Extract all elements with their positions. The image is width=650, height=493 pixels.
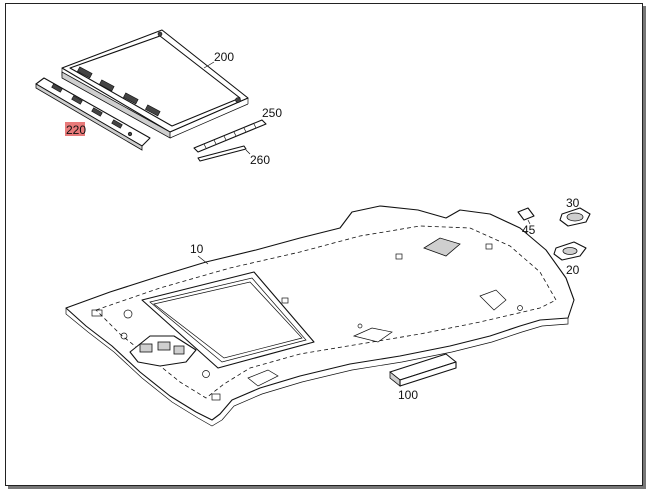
part-220-trim-strip[interactable] bbox=[35, 77, 151, 151]
part-30-lamp-housing[interactable] bbox=[559, 207, 591, 227]
label-250: 250 bbox=[262, 106, 282, 120]
mid-handle-recess bbox=[352, 327, 393, 343]
label-200: 200 bbox=[214, 50, 234, 64]
rear-right-handle-recess bbox=[479, 289, 507, 311]
part-10-headliner[interactable] bbox=[65, 205, 575, 427]
leader-10 bbox=[197, 255, 209, 265]
label-220-highlight bbox=[65, 122, 85, 136]
part-20-lamp-lens[interactable] bbox=[553, 241, 587, 261]
leader-45 bbox=[527, 219, 531, 225]
part-250-seal-strip[interactable] bbox=[193, 119, 267, 153]
part-260-thin-strip[interactable] bbox=[197, 145, 247, 162]
label-30: 30 bbox=[566, 196, 580, 210]
rear-recess bbox=[423, 237, 461, 257]
front-handle-recess bbox=[247, 369, 279, 387]
label-260: 260 bbox=[250, 153, 270, 167]
label-100: 100 bbox=[398, 388, 418, 402]
label-10: 10 bbox=[190, 242, 204, 256]
leader-200 bbox=[203, 61, 215, 69]
leader-260 bbox=[245, 149, 251, 155]
label-220: 220 bbox=[66, 123, 86, 137]
overhead-console bbox=[129, 335, 197, 367]
part-100-foam-block[interactable] bbox=[389, 353, 457, 387]
part-45-pad[interactable] bbox=[517, 207, 535, 221]
part-200-sunblind-panel[interactable] bbox=[61, 29, 249, 139]
sunroof-opening bbox=[141, 271, 315, 369]
label-20: 20 bbox=[566, 263, 580, 277]
label-45: 45 bbox=[522, 223, 536, 237]
